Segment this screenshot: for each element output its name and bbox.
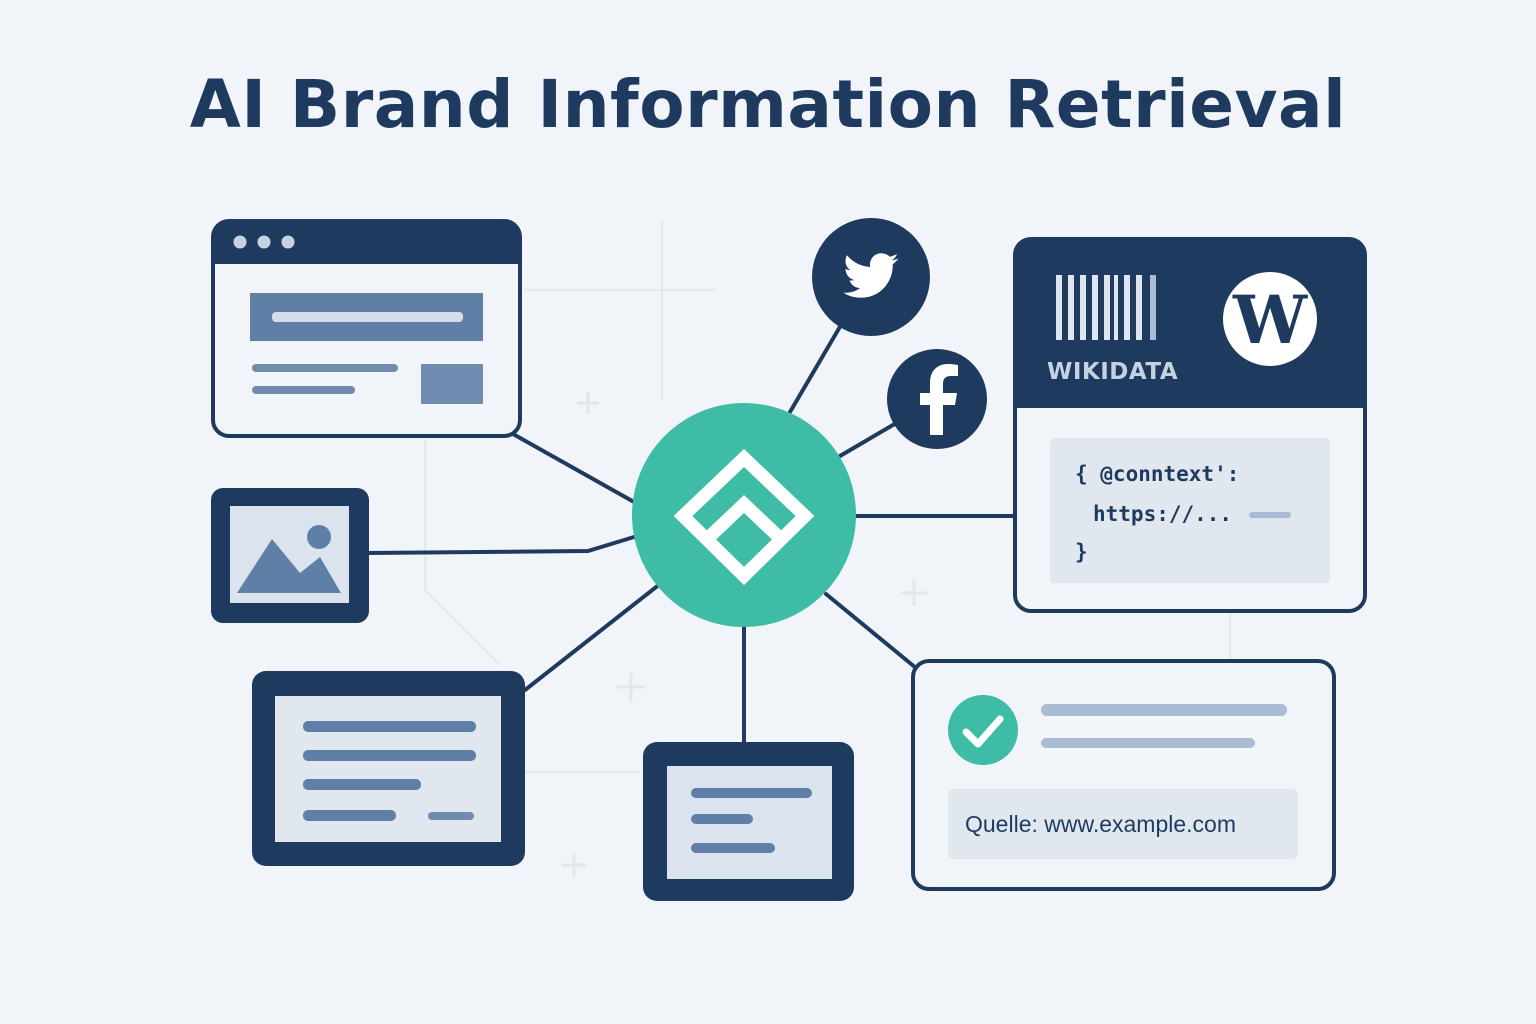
text-line (303, 810, 396, 821)
checkmark-icon (948, 695, 1018, 765)
twitter-node[interactable] (812, 218, 930, 336)
wikidata-label: WIKIDATA (1047, 359, 1178, 385)
connector-image (367, 535, 636, 555)
wikipedia-w-icon: W (1223, 272, 1317, 366)
text-line (303, 721, 476, 732)
connector-facebook (838, 420, 900, 458)
webpage-thumbnail (421, 364, 483, 404)
mountain-image-icon (237, 525, 341, 593)
connector-lines (367, 323, 1016, 744)
json-open-line: { @conntext': (1075, 462, 1239, 486)
window-dot-icon (233, 235, 247, 249)
page-title: AI Brand Information Retrieval (189, 66, 1347, 143)
source-card[interactable]: Quelle: www.example.com (911, 659, 1336, 891)
text-line (1041, 704, 1287, 716)
text-line (1041, 738, 1255, 748)
connector-webpage (511, 432, 636, 504)
brand-hub-icon (673, 449, 815, 586)
json-value-placeholder (1249, 512, 1291, 518)
brand-hub[interactable] (632, 403, 856, 627)
source-text-box (948, 789, 1298, 859)
text-line (252, 364, 398, 372)
text-line (691, 788, 812, 798)
snippet-card[interactable] (643, 742, 854, 901)
twitter-bird-icon (843, 253, 899, 298)
window-dot-icon (257, 235, 271, 249)
text-line (691, 814, 753, 824)
wikidata-card[interactable]: WIKIDATA W { @conntext': https://... } (1013, 237, 1367, 613)
json-code-block (1050, 438, 1330, 583)
source-text: Quelle: www.example.com (965, 811, 1236, 837)
background-grid (424, 220, 1231, 773)
svg-text:W: W (1232, 281, 1308, 359)
text-line (252, 386, 355, 394)
background-plus-marks (562, 392, 927, 877)
wikidata-barcode-icon (1056, 275, 1156, 340)
text-line (691, 843, 775, 853)
window-dot-icon (281, 235, 295, 249)
text-line (303, 779, 421, 790)
webpage-card[interactable] (211, 219, 522, 438)
text-line (303, 750, 476, 761)
json-close-line: } (1075, 540, 1088, 564)
connector-source (824, 592, 918, 670)
facebook-node[interactable] (887, 349, 987, 449)
facebook-f-icon (920, 364, 958, 435)
image-card[interactable] (211, 488, 369, 623)
json-value-line: https://... (1093, 502, 1232, 526)
connector-twitter (788, 323, 843, 414)
connector-document (523, 582, 662, 692)
text-line (428, 812, 474, 820)
webpage-hero-line (272, 312, 463, 322)
document-card[interactable] (252, 671, 525, 866)
